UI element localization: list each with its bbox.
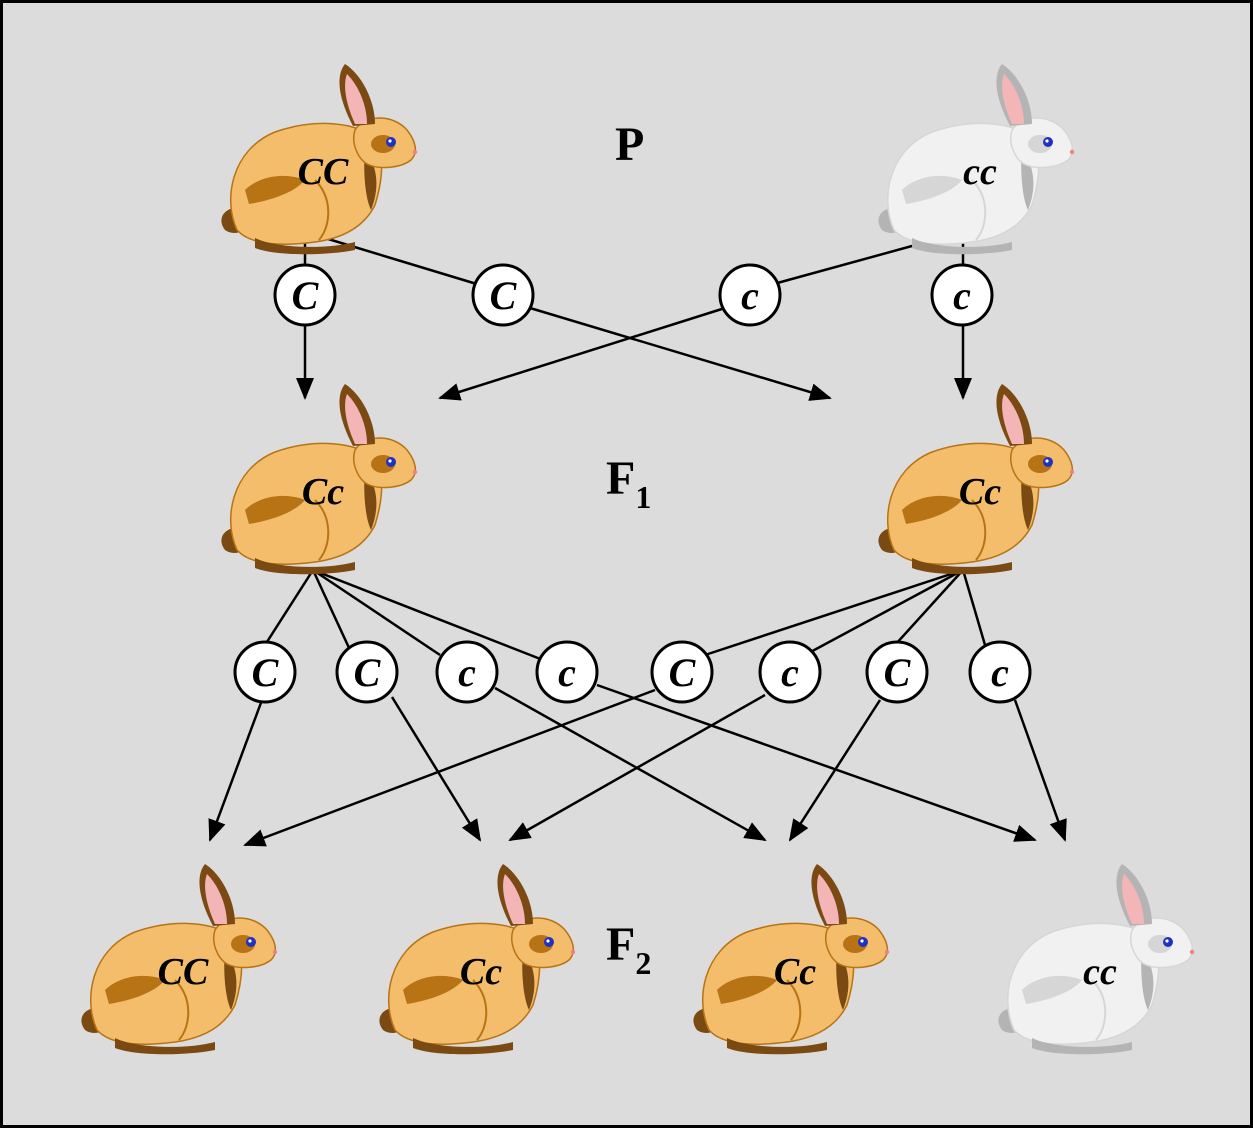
f1-right-fan-1 [704,568,964,657]
rabbit-f2-2: Cc [379,864,576,1055]
rabbit-f1-right: Cc [878,384,1075,575]
arrow-f1-gamete-5 [243,688,656,847]
f1-gamete-7: C [865,640,929,704]
connection-lines [208,230,1067,847]
f1-right-fan-3 [894,569,964,646]
arrow-f1-gamete-7 [788,699,882,842]
svg-text:c: c [781,650,799,695]
rabbit-f2-1-genotype: CC [158,951,209,993]
rabbit-f2-1: CC [81,864,278,1055]
arrow-gamete-3 [438,306,726,401]
f1-gamete-1: C [233,640,297,704]
generation-label-f2: F2 [606,918,651,981]
arrow-f1-gamete-8 [1013,699,1067,842]
svg-text:C: C [884,650,912,695]
svg-text:c: c [991,650,1009,695]
parent-left-branch [304,230,481,287]
f1-left-fan-2 [311,569,352,651]
generation-label-f2-subscript: 2 [635,945,651,981]
rabbit-f2-4: cc [998,864,1195,1055]
svg-text:c: c [953,273,971,318]
f1-gamete-4: c [535,640,599,704]
f1-right-fan-4 [961,569,987,646]
rabbit-f1-left-genotype: Cc [302,471,344,513]
svg-text:c: c [558,650,576,695]
rabbit-parent-cc-colored: CC [221,64,418,255]
svg-text:c: c [741,273,759,318]
rabbit-f1-right-genotype: Cc [959,471,1001,513]
arrow-f1-gamete-4 [596,683,1037,842]
parent-gamete-4: c [930,263,994,327]
f1-gamete-6: c [758,640,822,704]
f1-left-fan-4 [312,568,544,662]
rabbit-f2-4-genotype: cc [1083,951,1117,993]
f1-right-fan-2 [804,568,964,657]
generation-label-f2-letter: F [606,918,635,971]
arrow-f1-gamete-2 [390,696,482,842]
f1-gamete-8: c [968,640,1032,704]
generation-label-f1-subscript: 1 [635,479,651,515]
rabbit-parent-cc-colored-genotype: CC [298,151,349,193]
f1-left-fan-3 [312,568,441,657]
generation-label-f1: F1 [606,452,651,515]
rabbit-f2-3-genotype: Cc [774,951,816,993]
f1-gamete-5: C [650,640,714,704]
f1-left-fan-1 [263,569,315,646]
arrow-gamete-2 [529,306,832,401]
f1-gamete-2: C [335,640,399,704]
arrow-f1-gamete-3 [494,686,767,842]
parent-gamete-3: c [718,263,782,327]
generation-label-f1-letter: F [606,452,635,505]
rabbit-f1-left: Cc [221,384,418,575]
f1-gamete-3: c [435,640,499,704]
arrow-f1-gamete-1 [208,699,264,842]
rabbit-f2-3: Cc [693,864,890,1055]
rabbit-parent-cc-albino: cc [878,64,1075,255]
svg-text:C: C [292,273,320,318]
svg-text:C: C [354,650,382,695]
rabbit-f2-2-genotype: Cc [460,951,502,993]
svg-text:C: C [490,273,518,318]
arrow-f1-gamete-6 [508,693,766,842]
rabbit-parent-cc-albino-genotype: cc [963,151,997,193]
svg-text:C: C [669,650,697,695]
generation-label-p: P [615,118,644,171]
svg-text:C: C [252,650,280,695]
parent-gamete-1: C [273,263,337,327]
svg-text:c: c [458,650,476,695]
parent-gamete-2: C [471,263,535,327]
